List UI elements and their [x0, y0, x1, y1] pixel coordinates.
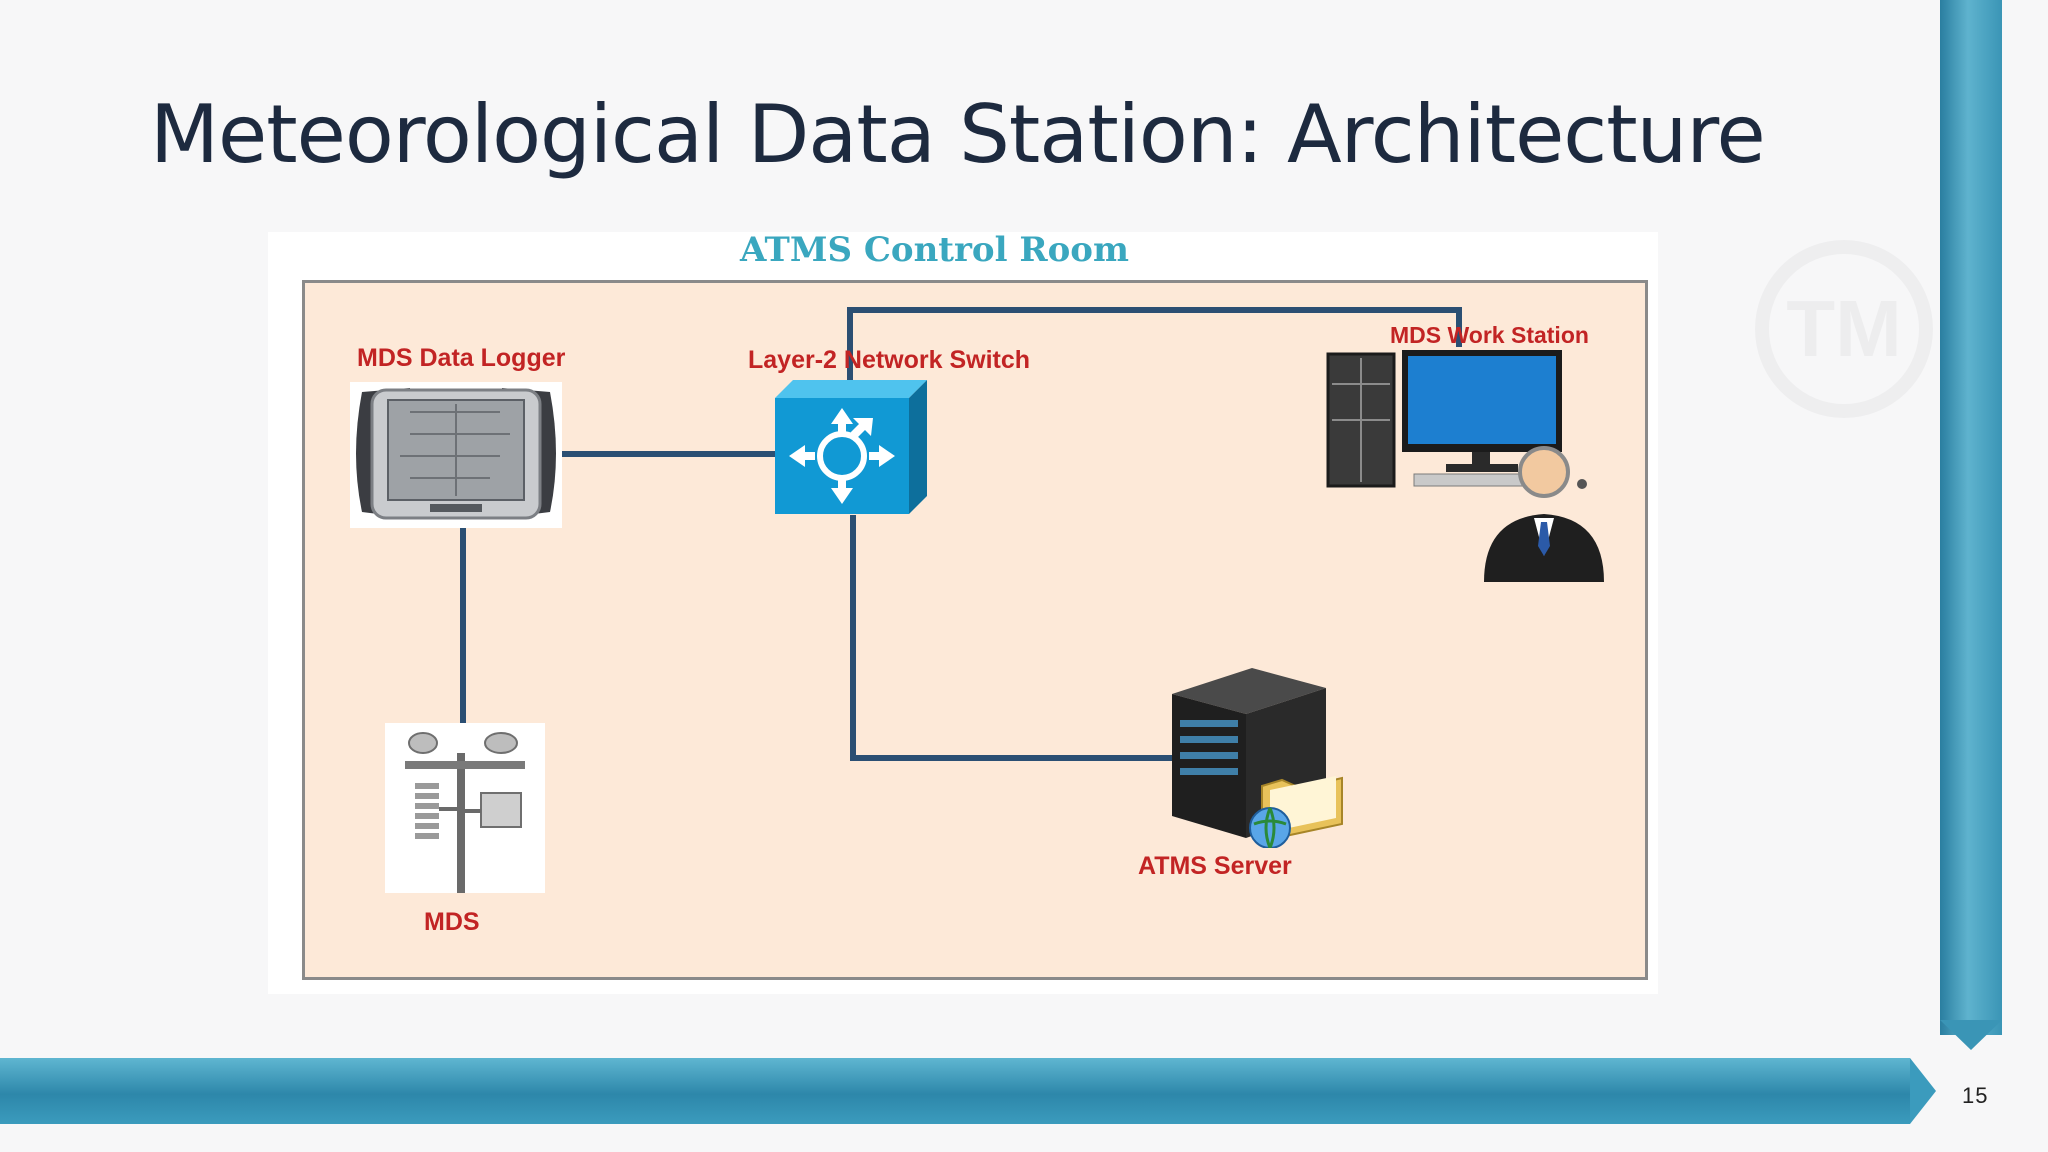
- data-logger-label: MDS Data Logger: [357, 344, 566, 372]
- slide-title: Meteorological Data Station: Architectur…: [150, 88, 1766, 181]
- control-room-title: ATMS Control Room: [740, 230, 1129, 270]
- bottom-accent-bar-tip: [1910, 1058, 1936, 1124]
- edge-switch-server-down: [850, 515, 856, 761]
- edge-switch-workstation-up: [847, 307, 853, 382]
- network-switch-icon: [775, 380, 927, 514]
- edge-switch-server-across: [850, 755, 1172, 761]
- right-accent-bar: [1940, 0, 2002, 1035]
- network-switch-label: Layer-2 Network Switch: [748, 346, 1031, 374]
- right-accent-bar-tip: [1940, 1020, 2002, 1050]
- edge-mds-logger: [460, 525, 466, 765]
- workstation-icon: [1326, 350, 1604, 582]
- edge-switch-workstation-down: [1456, 307, 1462, 347]
- page-number: 15: [1962, 1083, 1989, 1108]
- server-icon: [1172, 668, 1343, 848]
- mds-label: MDS: [424, 908, 480, 936]
- server-label: ATMS Server: [1138, 852, 1292, 880]
- data-logger-icon: [350, 382, 562, 528]
- trademark-watermark: TM: [1755, 240, 1933, 418]
- weather-station-icon: [385, 723, 545, 893]
- edge-logger-switch: [562, 451, 780, 457]
- edge-switch-workstation-top: [847, 307, 1462, 313]
- workstation-label: MDS Work Station: [1390, 322, 1589, 348]
- bottom-accent-bar: [0, 1058, 1910, 1124]
